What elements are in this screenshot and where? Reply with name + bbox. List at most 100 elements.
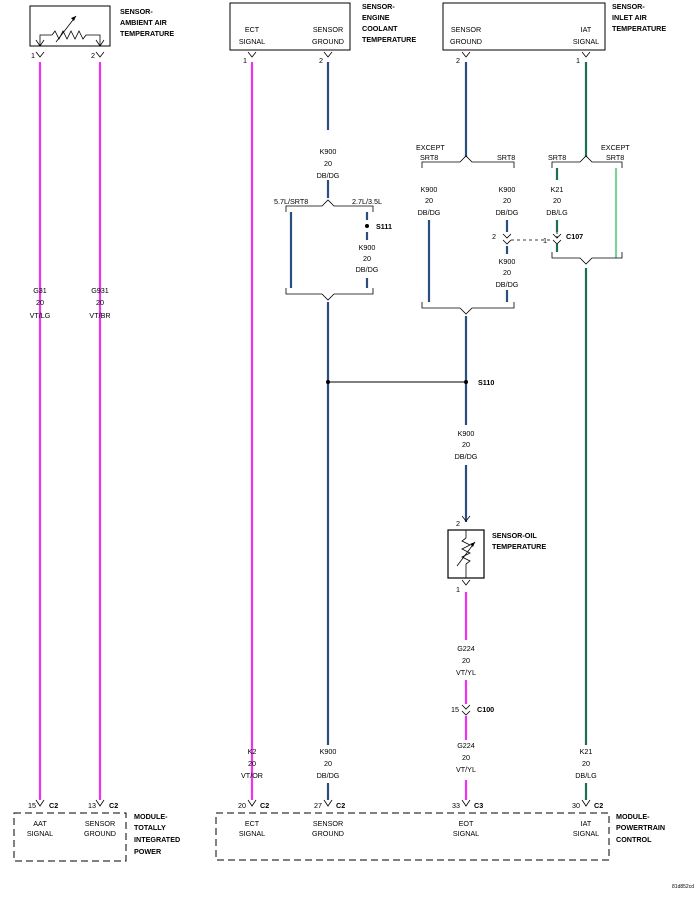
- k21-srt8-color: DB/LG: [546, 208, 568, 217]
- c107-pin-b-label: 1: [543, 236, 547, 245]
- aat-sensor-name-3: TEMPERATURE: [120, 29, 174, 38]
- bottom-wire-labels: K2 20 VT/OR K900 20 DB/DG K21 20 DB/LG: [241, 747, 597, 780]
- g224-top-color: VT/YL: [456, 668, 476, 677]
- aat-pin-1: 1: [31, 51, 35, 60]
- k900-ex-srt8-name: K900: [421, 185, 438, 194]
- g224-labels: G224 20 VT/YL 15 C100 G224 20 VT/YL: [451, 644, 494, 774]
- g224-top-name: G224: [457, 644, 475, 653]
- c107-pin-a-label: 2: [492, 232, 496, 241]
- tipm-name-2: TOTALLY: [134, 823, 166, 832]
- figure-id: 81d852cd: [672, 884, 694, 890]
- connector-c107: 1 C107: [511, 232, 583, 252]
- tipm-pin-2-conn: C2: [109, 801, 118, 810]
- k900-bottom-gauge: 20: [324, 759, 332, 768]
- k2-name: K2: [248, 747, 257, 756]
- iat-pin-1: 1: [576, 56, 580, 65]
- option-except-1: EXCEPT: [416, 143, 445, 152]
- g31-name: G31: [33, 286, 47, 295]
- thermistor-icon: [456, 530, 476, 578]
- k900-top-gauge: 20: [324, 159, 332, 168]
- iat-ground-branch: EXCEPT SRT8 SRT8 K900 20 DB/DG K900 20 D…: [416, 143, 519, 315]
- tipm-name-1: MODULE-: [134, 812, 168, 821]
- pcm-pin-4-num: 30: [572, 801, 580, 810]
- option-brace-ect: [285, 199, 374, 212]
- iat-label-1a: SENSOR: [451, 25, 481, 34]
- k900-s110-color: DB/DG: [455, 452, 478, 461]
- g931-name: G931: [91, 286, 109, 295]
- pcm-label-3a: EOT: [459, 819, 474, 828]
- left-wire-labels: G31 20 VT/LG G931 20 VT/BR: [30, 286, 111, 320]
- thermistor-icon: [51, 15, 88, 43]
- ect-label-2b: GROUND: [312, 37, 344, 46]
- aat-pin-2: 2: [91, 51, 95, 60]
- ect-label-1b: SIGNAL: [239, 37, 265, 46]
- aat-sensor: 1 2 SENSOR- AMBIENT AIR TEMPERATURE: [29, 5, 174, 60]
- tipm-pin-1-conn: C2: [49, 801, 58, 810]
- k21-bottom-color: DB/LG: [575, 771, 597, 780]
- k900-s111-name: K900: [359, 243, 376, 252]
- option-srt8-except-1: SRT8: [420, 153, 438, 162]
- iat-label-2b: SIGNAL: [573, 37, 599, 46]
- ect-sensor-name-3: COOLANT: [362, 24, 398, 33]
- tipm-label-2b: GROUND: [84, 829, 116, 838]
- tipm-label-1b: SIGNAL: [27, 829, 53, 838]
- iat-pin-2: 2: [456, 56, 460, 65]
- k900-srt8-name: K900: [499, 185, 516, 194]
- option-srt8-1: SRT8: [497, 153, 515, 162]
- ect-sensor-name-1: SENSOR-: [362, 2, 395, 11]
- k2-gauge: 20: [248, 759, 256, 768]
- iat-label-1b: GROUND: [450, 37, 482, 46]
- aat-sensor-name-1: SENSOR-: [120, 7, 153, 16]
- g931-color: VT/BR: [89, 311, 110, 320]
- pcm-label-3b: SIGNAL: [453, 829, 479, 838]
- ect-ground-branch: K900 20 DB/DG 5.7L/SRT8 2.7L/3.5L S111 K…: [274, 147, 392, 301]
- oil-pin-1: 1: [456, 585, 460, 594]
- g224-bottom-color: VT/YL: [456, 765, 476, 774]
- tipm-pin-1-num: 15: [28, 801, 36, 810]
- iat-label-2a: IAT: [581, 25, 592, 34]
- pcm-pin-4-conn: C2: [594, 801, 603, 810]
- pcm-pin-2-conn: C2: [336, 801, 345, 810]
- pcm-name-3: CONTROL: [616, 835, 652, 844]
- oil-temp-sensor: 2 1 SENSOR-OIL TEMPERATURE: [447, 515, 546, 594]
- ect-sensor-name-2: ENGINE: [362, 13, 390, 22]
- splice-s111-label: S111: [376, 222, 392, 231]
- pcm-pin-3-num: 33: [452, 801, 460, 810]
- iat-sensor-name-1: SENSOR-: [612, 2, 645, 11]
- ect-label-1a: ECT: [245, 25, 260, 34]
- k900-c107-name: K900: [499, 257, 516, 266]
- ect-sensor-name-4: TEMPERATURE: [362, 35, 416, 44]
- iat-sensor-name-2: INLET AIR: [612, 13, 648, 22]
- splice-s110-left-dot: [326, 380, 330, 384]
- splice-s110-dot: [464, 380, 468, 384]
- g224-top-gauge: 20: [462, 656, 470, 665]
- k21-srt8-name: K21: [551, 185, 564, 194]
- k900-c107-color: DB/DG: [496, 280, 519, 289]
- connector-c100: 15 C100: [451, 704, 494, 716]
- pcm-pin-1-conn: C2: [260, 801, 269, 810]
- pcm-module: 20 C2 27 C2 33 C3 30 C2 ECT SIGNAL SENSO…: [215, 799, 665, 861]
- connector-c100-label: C100: [477, 705, 494, 714]
- k900-s111-color: DB/DG: [356, 265, 379, 274]
- option-brace-iat-signal: [551, 155, 623, 168]
- k900-s111-gauge: 20: [363, 254, 371, 263]
- g224-bottom-gauge: 20: [462, 753, 470, 762]
- k900-top-color: DB/DG: [317, 171, 340, 180]
- ect-pin-1: 1: [243, 56, 247, 65]
- k900-s110-name: K900: [458, 429, 475, 438]
- option-57l-srt8: 5.7L/SRT8: [274, 197, 308, 206]
- tipm-pin-2-num: 13: [88, 801, 96, 810]
- oil-sensor-name-2: TEMPERATURE: [492, 542, 546, 551]
- pcm-name-1: MODULE-: [616, 812, 650, 821]
- pcm-pin-3-conn: C3: [474, 801, 483, 810]
- pcm-label-1a: ECT: [245, 819, 260, 828]
- tipm-module: 15 C2 13 C2 AAT SIGNAL SENSOR GROUND MOD…: [13, 799, 180, 862]
- option-27l-35l: 2.7L/3.5L: [352, 197, 382, 206]
- pcm-pin-1-num: 20: [238, 801, 246, 810]
- splice-s110-label: S110: [478, 378, 494, 387]
- g31-gauge: 20: [36, 298, 44, 307]
- k900-srt8-gauge: 20: [503, 196, 511, 205]
- c100-pin-label: 15: [451, 705, 459, 714]
- tipm-label-1a: AAT: [33, 819, 47, 828]
- tipm-name-4: POWER: [134, 847, 162, 856]
